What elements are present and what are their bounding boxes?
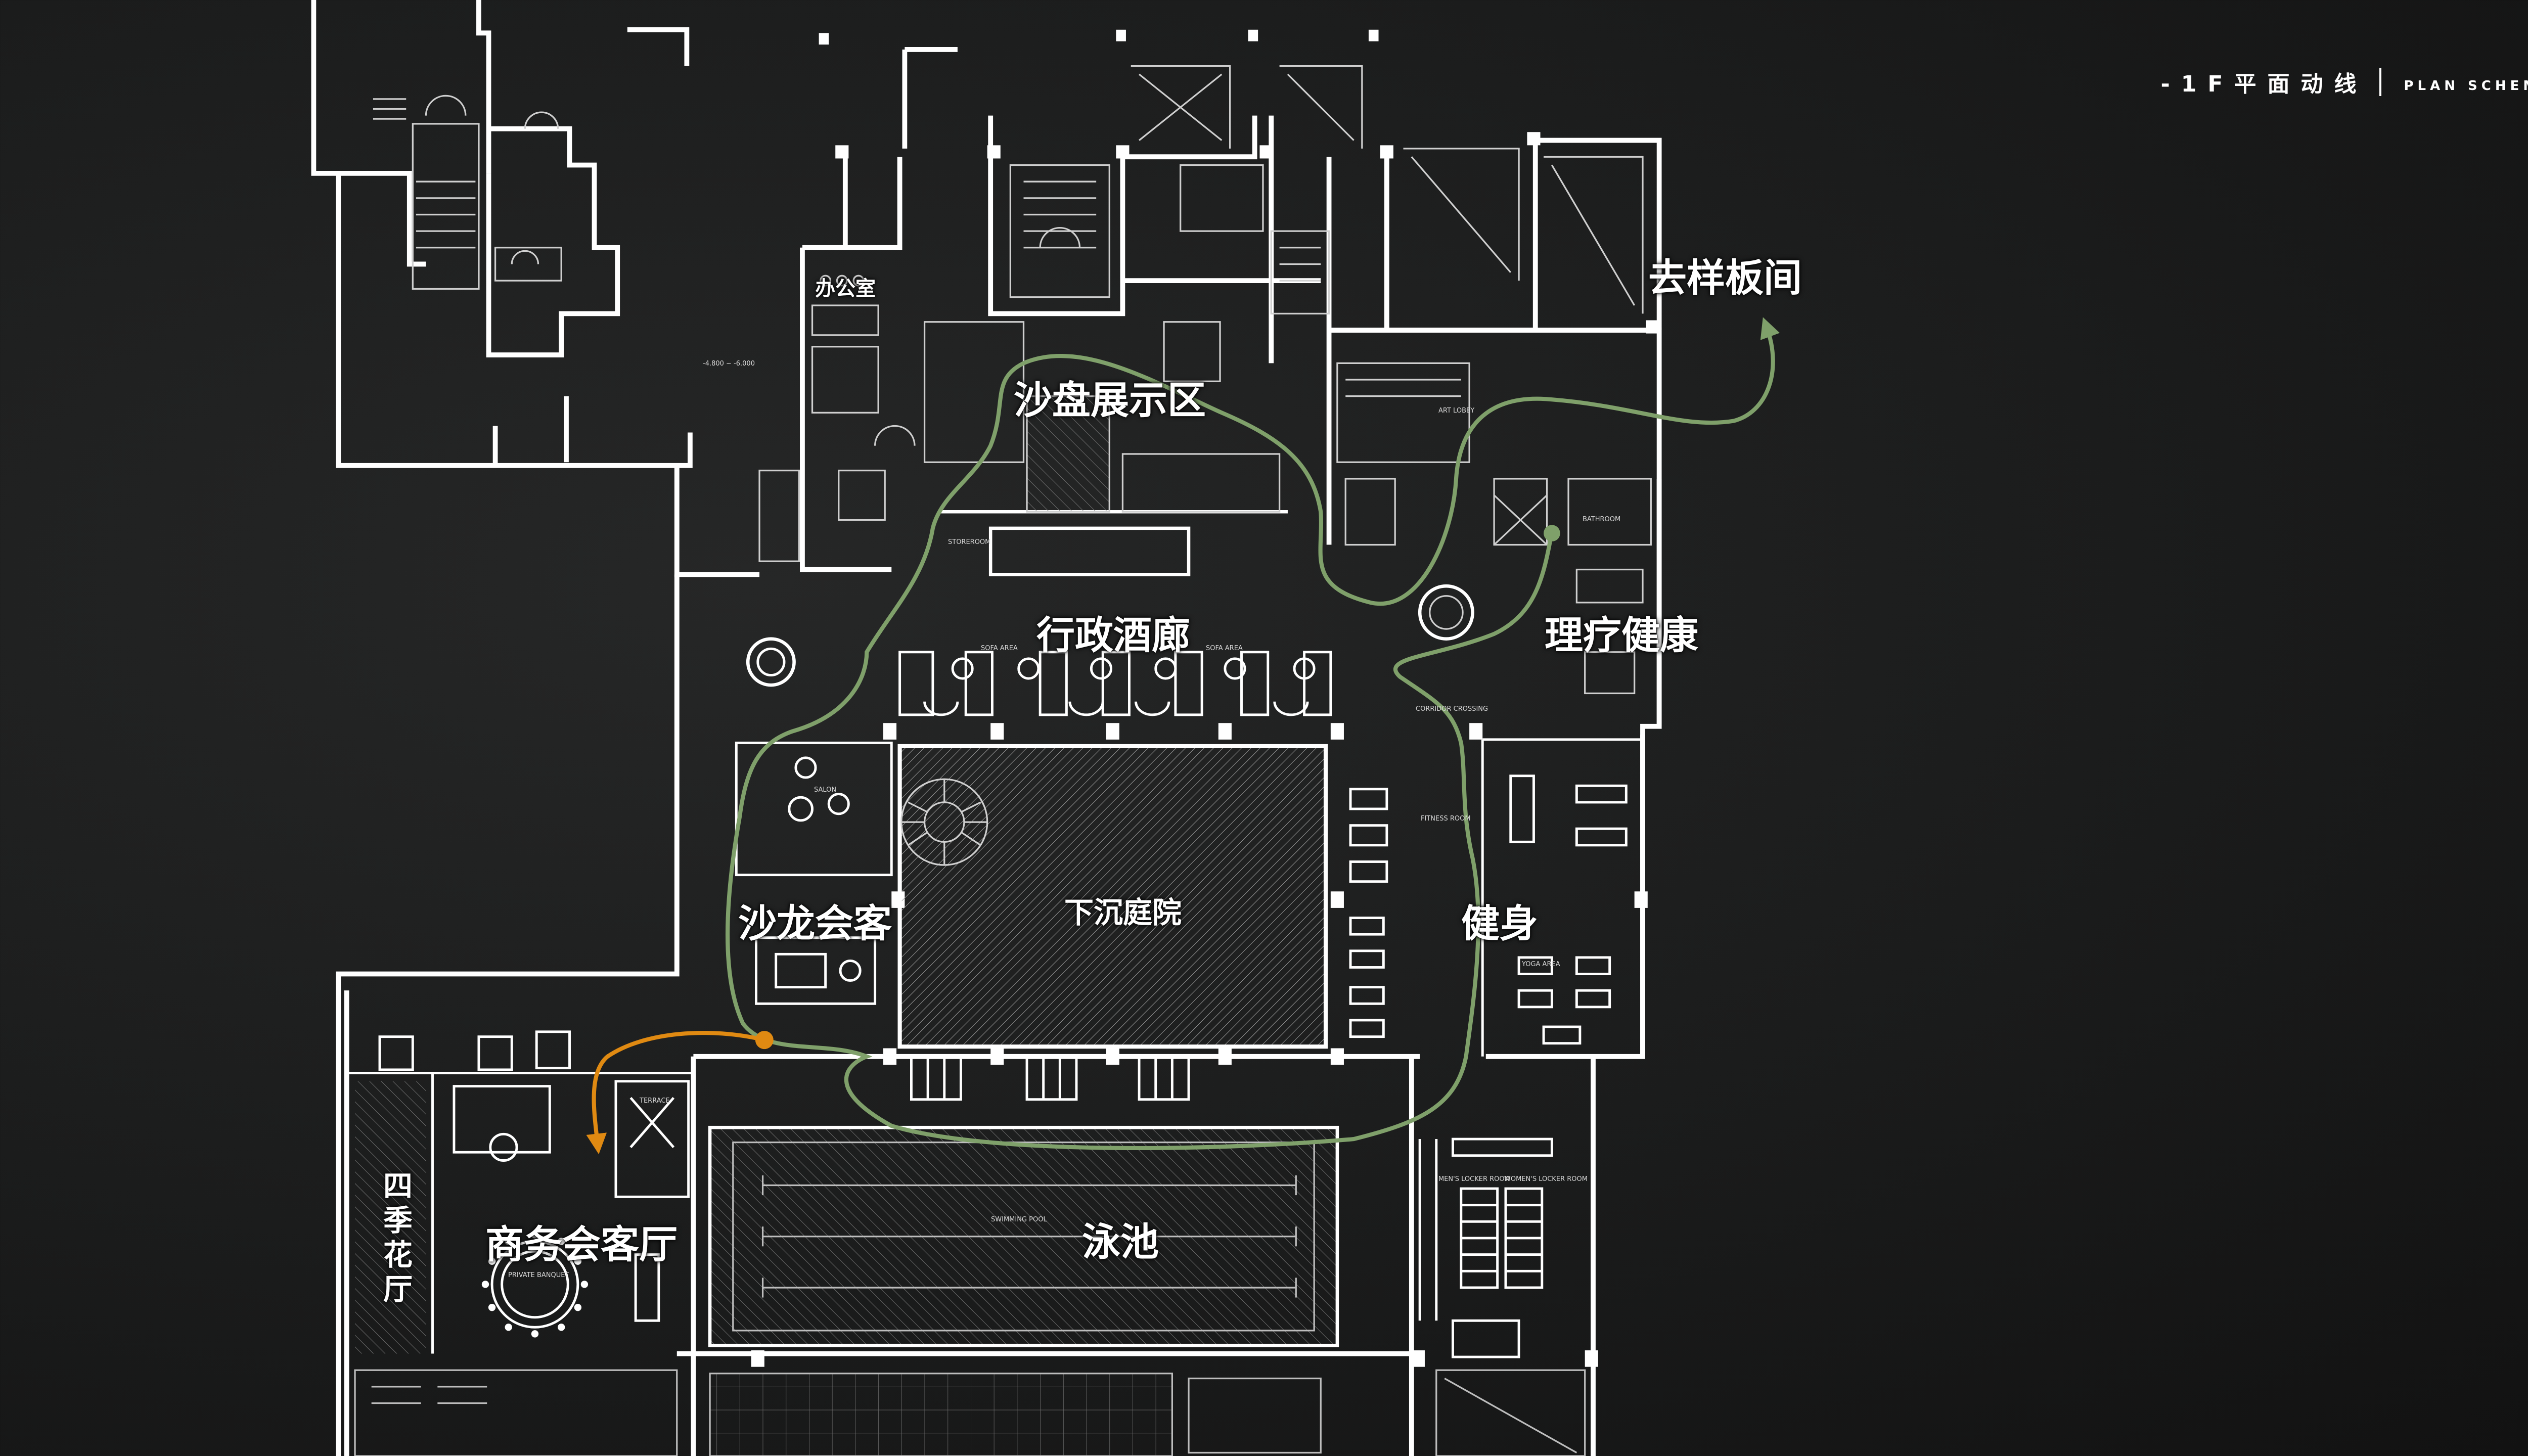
upper-left-block <box>311 0 693 468</box>
therapy-area <box>1336 362 1652 695</box>
business-hall-area <box>346 1030 694 1354</box>
salon-area <box>735 741 893 1005</box>
label-therapy: 理疗健康 <box>1545 613 1698 658</box>
green-route <box>726 317 1780 1151</box>
note-sofa-area-right: SOFA AREA <box>1206 645 1243 652</box>
upper-left-detail <box>373 95 562 290</box>
label-model-room: 去样板间 <box>1648 255 1802 300</box>
fitness-area <box>1349 738 1643 1057</box>
page-subtitle: PLAN SCHEME <box>2404 78 2528 94</box>
office-area <box>758 226 1081 562</box>
label-pool: 泳池 <box>1082 1219 1159 1264</box>
label-business-hall: 商务会客厅 <box>485 1222 678 1267</box>
spiral-stair <box>900 778 988 866</box>
pool-lanes <box>761 1175 1297 1298</box>
note-sofa-area-left: SOFA AREA <box>981 645 1018 652</box>
banquet-chairs <box>481 1231 589 1338</box>
label-sunken-courtyard: 下沉庭院 <box>1064 895 1182 930</box>
label-office: 办公室 <box>815 277 876 300</box>
page-header: -1F平面动线 PLAN SCHEME <box>2161 66 2528 98</box>
note-mens-locker: MEN'S LOCKER ROOM <box>1438 1175 1510 1183</box>
bottom-strip <box>354 1369 1586 1456</box>
label-sandtable: 沙盘展示区 <box>1014 378 1206 423</box>
orange-route <box>586 1030 765 1155</box>
green-route-start <box>1544 525 1560 542</box>
note-level: -4.800 ~ -6.000 <box>703 360 755 368</box>
note-terrace: TERRACE <box>640 1097 670 1105</box>
header-separator <box>2379 68 2382 96</box>
gallery-seating <box>898 651 1332 716</box>
round-feature <box>746 637 796 687</box>
note-bathroom: BATHROOM <box>1583 516 1621 523</box>
note-corridor: CORRIDOR CROSSING <box>1416 705 1488 713</box>
note-storeroom: STOREROOM <box>948 538 991 546</box>
note-swimming-pool: SWIMMING POOL <box>991 1216 1047 1223</box>
page-title: -1F平面动线 <box>2160 71 2368 97</box>
label-four-seasons: 四季花厅 <box>378 1170 413 1308</box>
note-fitness-room: FITNESS ROOM <box>1421 815 1471 823</box>
note-salon: SALON <box>814 786 837 794</box>
note-womens-locker: WOMEN'S LOCKER ROOM <box>1504 1175 1588 1183</box>
note-private-banquet: PRIVATE BANQUET <box>508 1271 569 1279</box>
locker-rooms <box>1418 1138 1553 1358</box>
note-art-lobby: ART LOBBY <box>1438 407 1475 415</box>
label-executive-gallery: 行政酒廊 <box>1036 613 1190 658</box>
label-salon: 沙龙会客 <box>738 901 892 946</box>
pool-loungers <box>910 1055 1190 1101</box>
note-yoga-area: YOGA AREA <box>1522 961 1560 968</box>
sunken-courtyard-area <box>897 744 1328 1049</box>
columns <box>751 29 1659 1367</box>
label-fitness: 健身 <box>1461 901 1538 946</box>
sandtable-area <box>923 65 1644 513</box>
orange-route-start <box>755 1031 774 1050</box>
